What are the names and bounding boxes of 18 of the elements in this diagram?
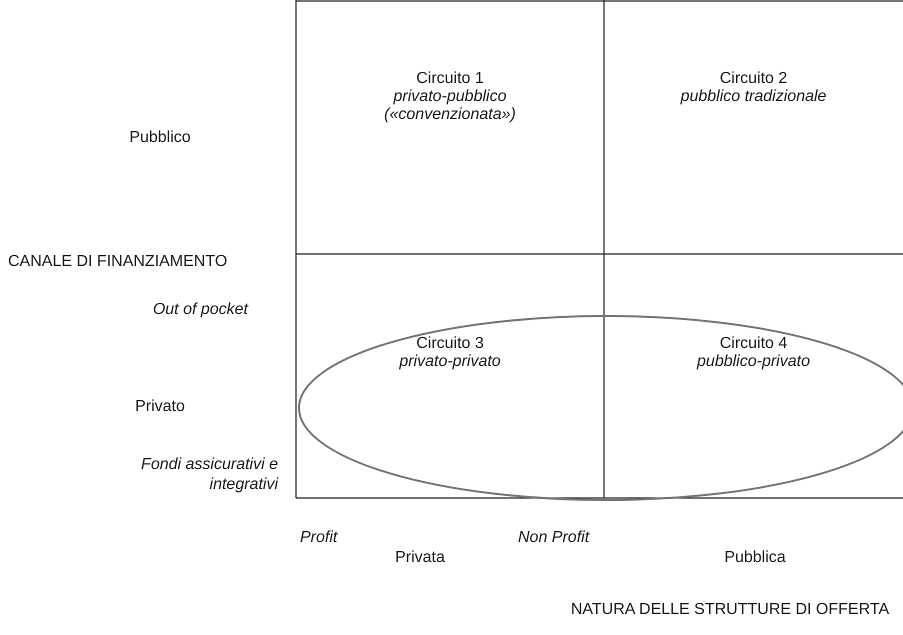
quadrant-subtitle: pubblico-privato [696,353,811,371]
quadrant-subtitle: privato-pubblico («convenzionata») [383,88,517,124]
quadrant-subtitle: pubblico tradizionale [679,88,828,106]
axis-subcategory-label: Out of pocket [152,300,248,320]
axis-subcategory-label: Fondi assicurativi e integrativi [140,455,278,495]
quadrant-heading: Circuito 3 [416,335,484,353]
quadrant-heading: Circuito 4 [720,335,788,353]
axis-subcategory-label: Non Profit [518,528,591,548]
axis-category-label: Pubblico [128,128,192,148]
axis-category-label: Privata [394,548,446,568]
axis-category-label: Pubblica [723,548,787,568]
axis-title: NATURA DELLE STRUTTURE DI OFFERTA [570,600,890,620]
axis-category-label: Privato [134,397,186,417]
quadrant-subtitle: privato-privato [398,353,502,371]
axis-subcategory-label: Profit [300,528,339,548]
quadrant-heading: Circuito 1 [416,70,484,88]
quadrant-heading: Circuito 2 [720,70,788,88]
axis-title: CANALE DI FINANZIAMENTO [8,252,228,272]
